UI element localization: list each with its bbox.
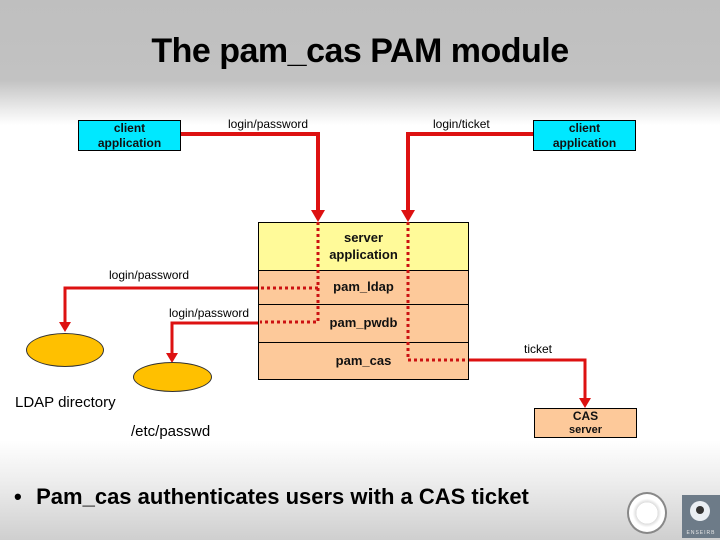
label-login-password-client: login/password xyxy=(228,117,309,131)
client-right-line2: application xyxy=(552,135,617,150)
label-login-password-passwd: login/password xyxy=(169,306,250,320)
logo-text: ENSEIRB xyxy=(686,530,716,536)
label-login-password-ldap: login/password xyxy=(109,268,190,282)
logo-lens-icon xyxy=(696,506,704,514)
passwd-store xyxy=(133,362,212,392)
school-logo: ENSEIRB xyxy=(682,495,720,538)
wire-left-client xyxy=(180,132,320,214)
server-application: server application xyxy=(258,222,469,271)
bullet-text: Pam_cas authenticates users with a CAS t… xyxy=(36,484,529,509)
client-left-line1: client xyxy=(113,120,146,135)
wire-cas xyxy=(468,358,587,400)
client-application-left: client application xyxy=(78,120,181,151)
layer-pam-pwdb-label: pam_pwdb xyxy=(329,315,398,331)
bullet-icon: • xyxy=(14,484,22,509)
client-right-line1: client xyxy=(568,120,601,135)
wire-right-client xyxy=(406,132,533,214)
arrow-left-client xyxy=(311,210,325,222)
cas-server-line2: server xyxy=(568,423,603,436)
label-login-ticket: login/ticket xyxy=(433,117,490,131)
client-application-right: client application xyxy=(533,120,636,151)
wire-passwd xyxy=(170,321,260,355)
bullet-point: • Pam_cas authenticates users with a CAS… xyxy=(14,484,529,510)
layer-pam-ldap-label: pam_ldap xyxy=(333,279,394,295)
passwd-label: /etc/passwd xyxy=(131,423,211,440)
wire-ldap xyxy=(63,286,260,324)
arrow-ldap xyxy=(59,322,71,332)
label-ticket: ticket xyxy=(524,342,553,356)
layer-pam-cas-label: pam_cas xyxy=(335,352,392,368)
arrow-passwd xyxy=(166,353,178,363)
dotted-flow-cas-overlay xyxy=(406,222,468,362)
cas-server: CAS server xyxy=(534,408,637,438)
university-seal-logo xyxy=(627,492,667,534)
dotted-flow-pwdb-overlay xyxy=(260,222,320,324)
client-left-line2: application xyxy=(97,135,162,150)
layer-pam-pwdb: pam_pwdb xyxy=(258,304,469,343)
server-app-line1: server xyxy=(343,230,384,246)
server-app-line2: application xyxy=(329,246,398,262)
ldap-directory-label: LDAP directory xyxy=(15,394,116,411)
cas-server-line1: CAS xyxy=(572,408,599,423)
slide-title: The pam_cas PAM module xyxy=(151,32,569,70)
arrow-cas xyxy=(579,398,591,408)
arrow-right-client xyxy=(401,210,415,222)
ldap-directory-store xyxy=(26,333,104,367)
